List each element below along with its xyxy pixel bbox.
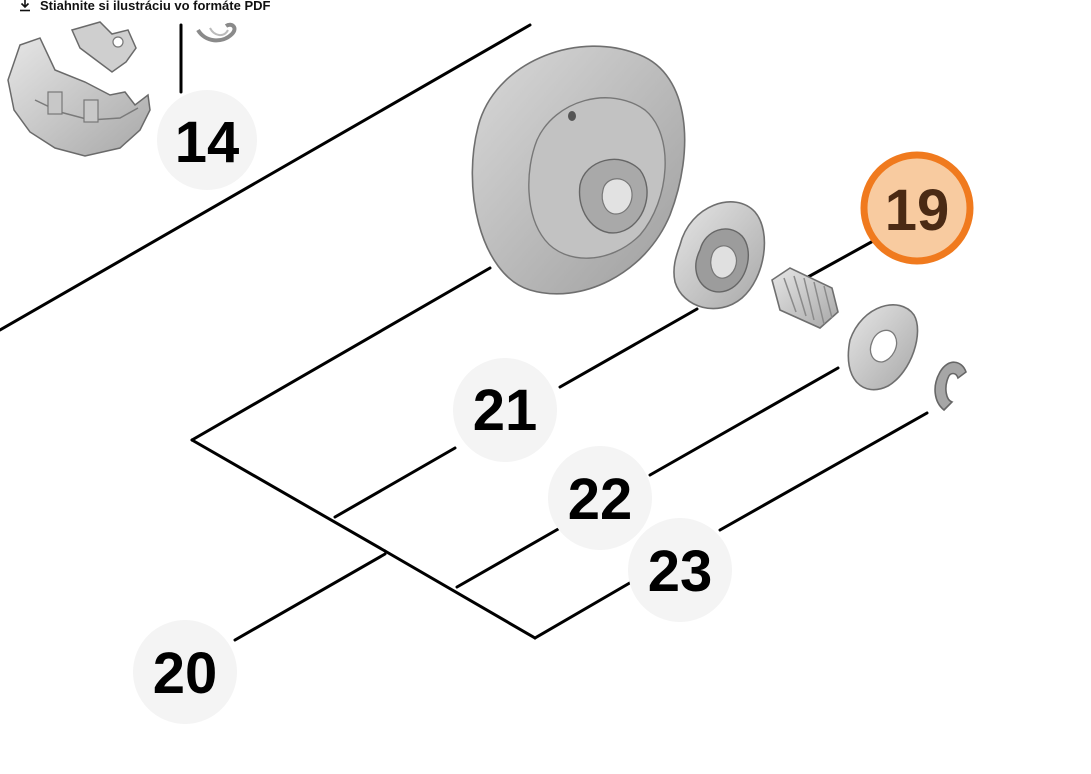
leader-line-23b xyxy=(718,411,929,532)
callout-20-label: 20 xyxy=(153,641,218,706)
download-pdf-label: Stiahnite si ilustráciu vo formáte PDF xyxy=(40,0,271,13)
leader-line-22a xyxy=(455,526,562,589)
leader-line-main-upper xyxy=(0,23,532,332)
e-clip-part[interactable] xyxy=(934,361,967,412)
leader-line-21b xyxy=(558,307,699,389)
callout-19-selected[interactable]: 19 xyxy=(860,151,974,265)
leader-lines xyxy=(0,23,929,642)
leader-line-drum xyxy=(190,266,492,442)
needle-bearing-part[interactable] xyxy=(771,267,839,329)
callout-23-label: 23 xyxy=(648,539,713,604)
download-icon xyxy=(20,0,30,12)
callout-21-label: 21 xyxy=(473,378,538,443)
callout-14-label: 14 xyxy=(175,110,240,175)
clutch-shoe-part[interactable] xyxy=(7,21,151,157)
callout-19-label: 19 xyxy=(885,178,950,243)
leader-line-20 xyxy=(233,552,387,642)
callout-23[interactable]: 23 xyxy=(628,518,732,622)
callout-14[interactable]: 14 xyxy=(157,90,257,190)
washer-part[interactable] xyxy=(847,304,919,391)
leader-line-22b xyxy=(648,366,840,477)
leader-line-23a xyxy=(533,575,642,640)
callout-22[interactable]: 22 xyxy=(548,446,652,550)
spring-part[interactable] xyxy=(196,22,237,43)
leader-line-bracket-left xyxy=(190,438,387,553)
clutch-drum-part[interactable] xyxy=(471,45,686,295)
callout-22-label: 22 xyxy=(568,467,633,532)
leader-line-19 xyxy=(806,238,877,279)
rim-sprocket-part[interactable] xyxy=(673,201,766,310)
callout-20[interactable]: 20 xyxy=(133,620,237,724)
leader-line-bracket-bottom xyxy=(383,549,537,640)
download-pdf-link[interactable]: Stiahnite si ilustráciu vo formáte PDF xyxy=(18,0,270,16)
leader-line-21a xyxy=(333,446,457,519)
callout-21[interactable]: 21 xyxy=(453,358,557,462)
